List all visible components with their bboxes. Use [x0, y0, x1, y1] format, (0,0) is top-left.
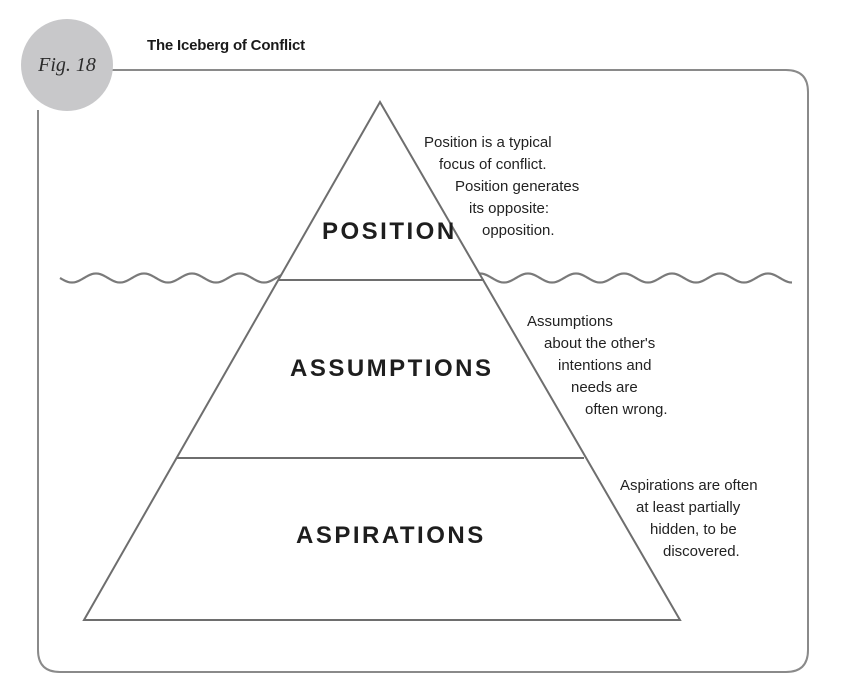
note-line: often wrong. [585, 401, 668, 418]
note-line: focus of conflict. [439, 156, 547, 173]
note-line: needs are [571, 379, 638, 396]
note-line: Aspirations are often [620, 477, 758, 494]
note-line: Position is a typical [424, 134, 552, 151]
note-line: its opposite: [469, 200, 550, 217]
note-position: Position is a typical focus of conflict.… [424, 132, 579, 242]
figure-frame [37, 69, 809, 673]
note-line: hidden, to be [650, 521, 737, 538]
note-line: discovered. [663, 543, 740, 560]
figure-number: Fig. 18 [38, 53, 96, 76]
figure-title: The Iceberg of Conflict [147, 37, 305, 54]
figure-badge [21, 19, 113, 111]
note-line: intentions and [558, 357, 652, 374]
note-aspirations: Aspirations are often at least partially… [620, 475, 758, 563]
note-line: Assumptions [527, 313, 613, 330]
iceberg-triangle [82, 99, 682, 621]
note-assumptions: Assumptions about the other's intentions… [527, 311, 668, 421]
layer-label-aspirations: ASPIRATIONS [296, 522, 486, 549]
layer-label-assumptions: ASSUMPTIONS [290, 355, 494, 382]
layer-label-position: POSITION [322, 218, 457, 245]
note-line: at least partially [636, 499, 741, 516]
note-line: opposition. [482, 222, 555, 239]
note-line: about the other's [544, 335, 656, 352]
note-line: Position generates [455, 178, 580, 195]
